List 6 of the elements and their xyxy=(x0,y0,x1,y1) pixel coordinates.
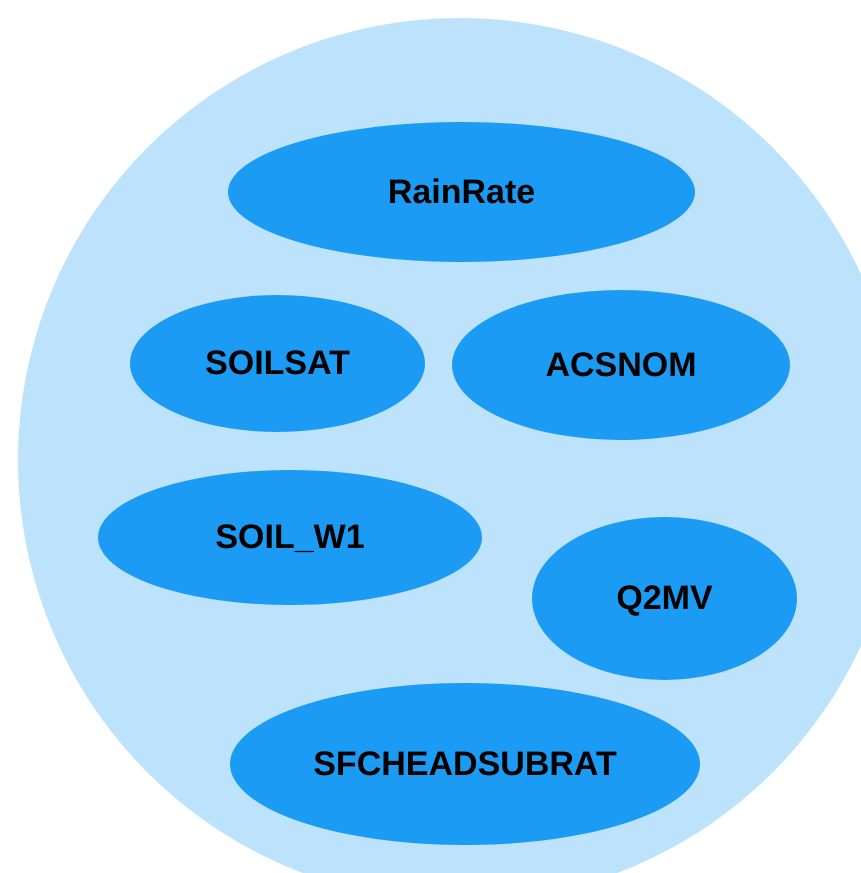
node-label: SFCHEADSUBRAT xyxy=(313,744,617,784)
node-label: RainRate xyxy=(388,172,536,212)
node-label: Q2MV xyxy=(616,578,713,619)
node-label: SOIL_W1 xyxy=(215,517,365,558)
node-label: ACSNOM xyxy=(545,344,697,386)
node-label: SOILSAT xyxy=(205,343,350,384)
